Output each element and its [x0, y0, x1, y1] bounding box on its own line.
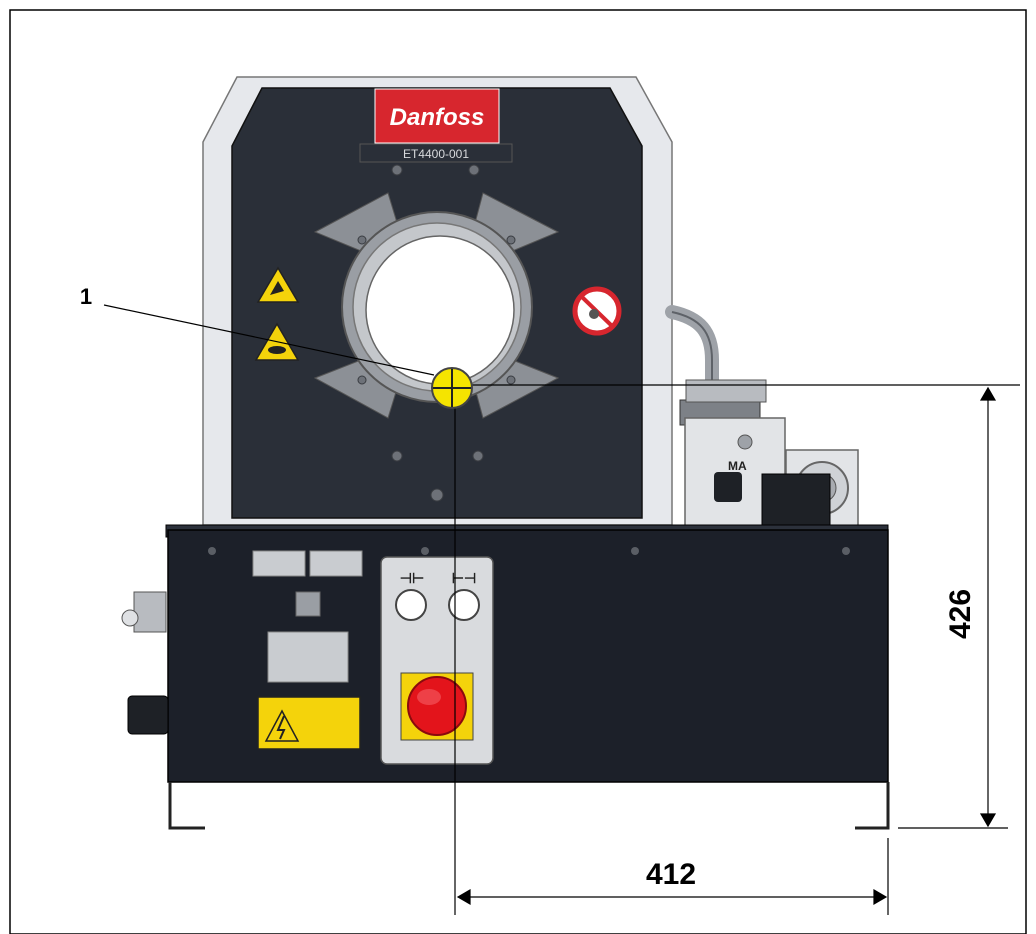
- foot-left: [168, 782, 205, 830]
- dimension-lines: [103, 304, 1020, 915]
- close-jaw-icon: ⊢⊣: [452, 570, 476, 586]
- crimp-head: Danfoss ET4400-001: [202, 76, 673, 526]
- ma-port-label: MA: [728, 459, 747, 473]
- qr-label: [295, 591, 321, 617]
- type-plate: [267, 631, 349, 683]
- foot-right: [855, 782, 890, 830]
- crush-warning-glyph: [268, 346, 286, 354]
- callout-label: 1: [80, 284, 92, 309]
- height-dimension-label: 426: [944, 589, 977, 639]
- info-label-2: [309, 550, 363, 577]
- info-label-1: [252, 550, 306, 577]
- model-number: ET4400-001: [403, 147, 469, 161]
- terminal-box: [761, 473, 831, 529]
- hand-warning-glyph: [270, 281, 284, 295]
- base-cabinet: ⊣⊢ ⊢⊣: [121, 524, 890, 830]
- side-switch: [133, 591, 167, 633]
- hydraulic-unit: MA: [665, 305, 859, 529]
- callout-leader: [103, 304, 435, 376]
- frame-border: [9, 9, 1027, 934]
- open-jaw-button[interactable]: [395, 589, 427, 621]
- emergency-stop-icon[interactable]: [407, 676, 467, 736]
- cable-gland-icon: [127, 695, 169, 735]
- electrical-hazard-icon: [264, 709, 300, 742]
- base-bolts: [208, 547, 850, 555]
- width-dimension-label: 412: [646, 858, 696, 891]
- crimp-opening: [365, 235, 515, 385]
- head-bolts: [357, 164, 516, 502]
- brand-logo-text: Danfoss: [390, 104, 485, 131]
- model-plate: [359, 143, 513, 163]
- valve-top: [685, 379, 767, 403]
- ma-port: [714, 472, 742, 502]
- open-jaw-icon: ⊣⊢: [400, 570, 424, 586]
- brand-logo: [374, 88, 500, 144]
- close-jaw-button[interactable]: [448, 589, 480, 621]
